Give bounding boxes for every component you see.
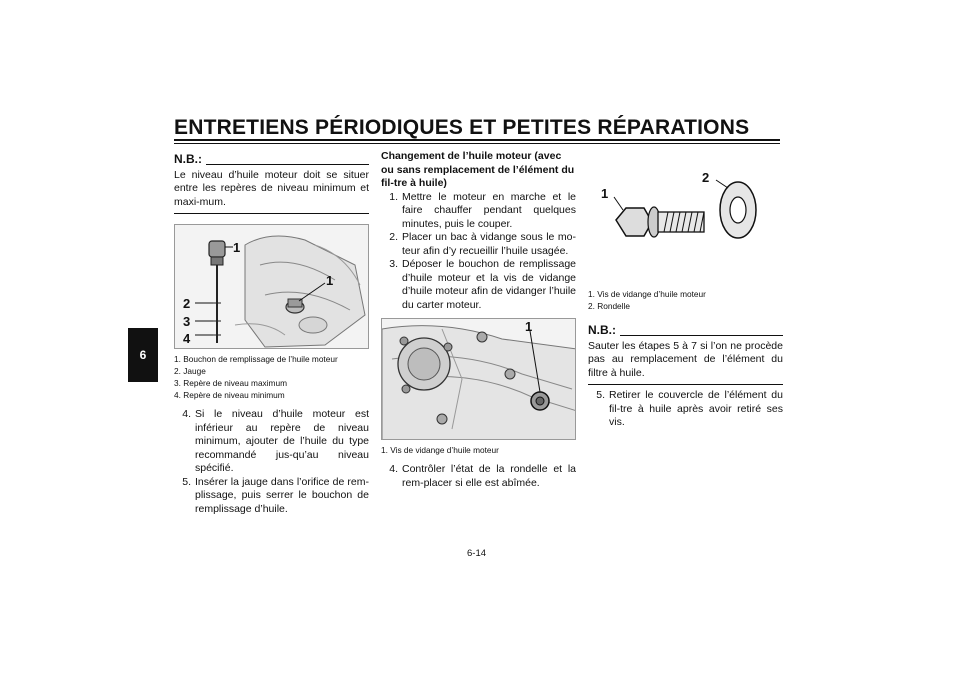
nb-heading: N.B.: — [588, 323, 783, 338]
step-item: 2. Placer un bac à vidange sous le mo-te… — [381, 231, 576, 258]
chapter-tab[interactable]: 6 — [128, 328, 158, 382]
step-number: 4. — [389, 463, 398, 475]
figure-caption-3: 1. Vis de vidange d’huile moteur 2. Rond… — [588, 288, 783, 312]
callout-1: 1 — [601, 186, 608, 201]
steps-list: 4. Si le niveau d’huile moteur est infér… — [174, 408, 369, 516]
step-item: 4. Contrôler l’état de la rondelle et la… — [381, 463, 576, 490]
nb-label: N.B.: — [588, 323, 616, 337]
page-title: ENTRETIENS PÉRIODIQUES ET PETITES RÉPARA… — [174, 116, 750, 139]
step-item: 4. Si le niveau d’huile moteur est infér… — [174, 408, 369, 476]
step-text: Si le niveau d’huile moteur est inférieu… — [195, 408, 369, 474]
callout-1-plug: 1 — [326, 273, 333, 288]
figure-caption-1: 1. Bouchon de remplissage de l’huile mot… — [174, 353, 369, 401]
bolt-washer-illustration: 1 2 — [588, 150, 783, 278]
column-3: 1 2 1. Vis de vidange d’huile moteur 2. … — [588, 150, 783, 430]
step-text: Mettre le moteur en marche et le faire c… — [402, 190, 576, 230]
step-number: 2. — [389, 231, 398, 243]
nb-label: N.B.: — [174, 152, 202, 166]
step-number: 5. — [182, 475, 191, 488]
nb-text: Le niveau d’huile moteur doit se situer … — [174, 168, 369, 208]
dipstick-illustration: 1 1 2 3 4 — [175, 225, 368, 348]
nb-end-rule — [588, 384, 783, 385]
caption-item: 2. Rondelle — [588, 301, 630, 311]
bolt-washer-figure: 1 2 — [588, 150, 783, 278]
callout-2: 2 — [702, 170, 709, 185]
drain-bolt-engine-figure: 1 — [381, 318, 576, 440]
callout-2: 2 — [183, 296, 190, 311]
column-2: Changement de l’huile moteur (avec ou sa… — [381, 150, 576, 490]
caption-item: 2. Jauge — [174, 366, 206, 376]
step-text: Contrôler l’état de la rondelle et la re… — [402, 463, 576, 489]
steps-list: 4. Contrôler l’état de la rondelle et la… — [381, 463, 576, 490]
engine-illustration: 1 — [382, 319, 575, 439]
title-rule-thin — [174, 143, 780, 144]
caption-item: 1. Vis de vidange d’huile moteur — [588, 289, 706, 299]
step-item: 5. Insérer la jauge dans l’orifice de re… — [174, 476, 369, 517]
step-number: 3. — [389, 258, 398, 270]
steps-list: 5. Retirer le couvercle de l’élément du … — [588, 389, 783, 430]
caption-item: 4. Repère de niveau minimum — [174, 390, 285, 400]
nb-end-rule — [174, 213, 369, 214]
callout-1: 1 — [525, 319, 532, 334]
callout-4: 4 — [183, 331, 191, 346]
caption-item: 1. Bouchon de remplissage de l’huile mot… — [174, 354, 338, 364]
nb-heading: N.B.: — [174, 152, 369, 167]
page-number: 6-14 — [467, 548, 487, 559]
step-number: 5. — [596, 389, 605, 401]
step-item: 3. Déposer le bouchon de remplissage d’h… — [381, 258, 576, 312]
step-item: 5. Retirer le couvercle de l’élément du … — [588, 389, 783, 430]
section-heading: Changement de l’huile moteur (avec ou sa… — [381, 150, 575, 189]
step-text: Placer un bac à vidange sous le mo-teur … — [402, 231, 576, 257]
step-text: Insérer la jauge dans l’orifice de rem-p… — [195, 475, 369, 515]
caption-item: 3. Repère de niveau maximum — [174, 378, 287, 388]
callout-3: 3 — [183, 314, 190, 329]
step-number: 1. — [389, 190, 398, 203]
step-item: 1. Mettre le moteur en marche et le fair… — [381, 191, 576, 232]
dipstick-figure: 1 1 2 3 4 — [174, 224, 369, 349]
step-text: Retirer le couvercle de l’élément du fil… — [609, 389, 783, 428]
steps-list: 1. Mettre le moteur en marche et le fair… — [381, 191, 576, 313]
column-1: N.B.: Le niveau d’huile moteur doit se s… — [174, 150, 369, 516]
caption-item: 1. Vis de vidange d’huile moteur — [381, 445, 499, 455]
callout-1-cap: 1 — [233, 240, 240, 255]
nb-text: Sauter les étapes 5 à 7 si l’on ne procè… — [588, 339, 783, 379]
title-rule — [174, 139, 780, 141]
figure-caption-2: 1. Vis de vidange d’huile moteur — [381, 444, 576, 456]
step-number: 4. — [182, 408, 191, 420]
step-text: Déposer le bouchon de remplissage d’huil… — [402, 258, 576, 311]
